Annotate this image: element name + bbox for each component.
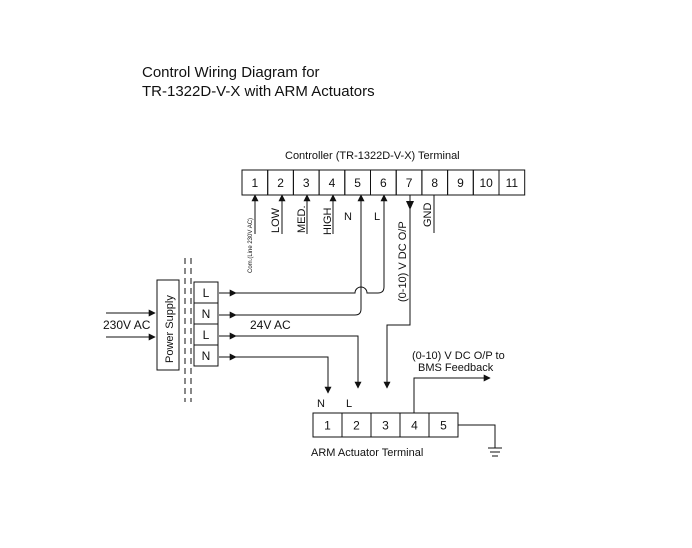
controller-terminal-strip: 1 2 3 4 5 6 7 8 9 10 11 (241, 169, 526, 196)
actuator-terminal-number-1: 1 (324, 418, 331, 432)
output-24v-label: 24V AC (250, 318, 291, 332)
controller-terminal-number-9: 9 (457, 176, 464, 190)
controller-terminal-number-7: 7 (406, 176, 413, 190)
controller-terminal-number-2: 2 (277, 176, 284, 190)
wire-ps-n2-to-actuator-n (236, 356, 332, 394)
input-230v-label: 230V AC (103, 318, 151, 332)
controller-label: Controller (TR-1322D-V-X) Terminal (285, 150, 460, 162)
power-supply-terminals (193, 281, 219, 367)
actuator-label: ARM Actuator Terminal (311, 447, 423, 459)
title-line-2: TR-1322D-V-X with ARM Actuators (142, 83, 375, 100)
wire-controller-dc-to-actuator-3 (383, 195, 411, 389)
t4-label-high: HIGH (322, 207, 334, 235)
t8-label-gnd: GND (422, 203, 434, 228)
controller-terminal-number-3: 3 (303, 176, 310, 190)
wire-ps-n-to-controller-n (236, 194, 365, 316)
controller-terminal-number-8: 8 (431, 176, 438, 190)
t5-label-n: N (344, 211, 352, 223)
t1-label: Com.(Line 230V AC) (248, 218, 254, 273)
actuator-terminal-strip: 1 2 3 4 5 (312, 412, 459, 438)
actuator-terminal-number-2: 2 (353, 418, 360, 432)
t2-label-low: LOW (270, 207, 282, 233)
actuator-terminal-number-3: 3 (382, 418, 389, 432)
t6-label-l: L (374, 211, 380, 223)
ps-term-l1: L (203, 286, 210, 300)
controller-terminal-number-4: 4 (329, 176, 336, 190)
feedback-label-2: BMS Feedback (418, 362, 494, 374)
controller-terminal-cell-11 (498, 169, 526, 196)
power-supply-box (156, 279, 180, 371)
wire-feedback-to-bms (413, 374, 491, 413)
wire-ps-l-to-controller-l (236, 194, 388, 294)
ground-icon (458, 424, 502, 457)
wire-ps-l2-to-actuator-l (236, 335, 362, 389)
ps-term-n1: N (202, 307, 211, 321)
power-supply-label: Power Supply (164, 295, 176, 363)
controller-terminal-number-5: 5 (354, 176, 361, 190)
feedback-label-1: (0-10) V DC O/P to (412, 350, 505, 362)
controller-terminal-number-1: 1 (252, 176, 259, 190)
title-line-1: Control Wiring Diagram for (142, 64, 320, 81)
t3-label-med: MED. (296, 206, 308, 234)
t7-output-arrow (406, 201, 414, 210)
controller-terminal-number-11: 11 (506, 176, 519, 190)
actuator-terminal-number-5: 5 (440, 418, 447, 432)
actuator-terminal-number-4: 4 (411, 418, 418, 432)
ps-term-n2: N (202, 349, 211, 363)
t7-label-dc-output: (0-10) V DC O/P (397, 221, 409, 302)
controller-terminal-number-10: 10 (479, 176, 493, 190)
ps-term-l2: L (203, 328, 210, 342)
actuator-l-label: L (346, 398, 352, 410)
controller-terminal-number-6: 6 (380, 176, 387, 190)
actuator-n-label: N (317, 398, 325, 410)
